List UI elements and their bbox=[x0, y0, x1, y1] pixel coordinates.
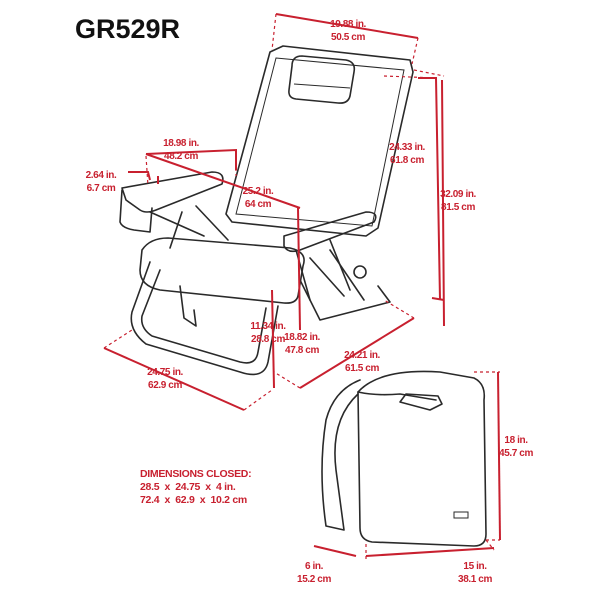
depth-in: 24.21 in. bbox=[344, 350, 380, 361]
closed-width-cm: 38.1 cm bbox=[458, 574, 492, 585]
width-in: 24.75 in. bbox=[147, 367, 183, 378]
cupholder-cm: 6.7 cm bbox=[87, 183, 116, 194]
closed-depth-cm: 15.2 cm bbox=[297, 574, 331, 585]
armrest-length-cm: 48.2 cm bbox=[164, 151, 198, 162]
backpack-strap bbox=[321, 379, 361, 531]
dimension-labels: 19.88 in. 50.5 cm 24.33 in. 61.8 cm 32.0… bbox=[86, 19, 534, 585]
chair-frame bbox=[130, 261, 279, 376]
dimension-lines bbox=[103, 13, 501, 560]
open-chair-illustration bbox=[119, 45, 414, 376]
closed-height-cm: 45.7 cm bbox=[499, 448, 533, 459]
back-height-cm: 61.8 cm bbox=[390, 155, 424, 166]
cupholder-in: 2.64 in. bbox=[86, 170, 117, 181]
left-armrest bbox=[121, 171, 224, 213]
right-armrest bbox=[283, 211, 377, 253]
armrest-length-in: 18.98 in. bbox=[163, 138, 199, 149]
seat-height-cm: 28.8 cm bbox=[251, 334, 285, 345]
total-height-in: 32.09 in. bbox=[440, 189, 476, 200]
closed-width-in: 15 in. bbox=[463, 561, 487, 572]
closed-note-heading: DIMENSIONS CLOSED: bbox=[140, 468, 251, 480]
armrest-height-in: 18.82 in. bbox=[284, 332, 320, 343]
headrest-pillow bbox=[288, 55, 356, 104]
total-height-cm: 81.5 cm bbox=[441, 202, 475, 213]
chair-backrest bbox=[225, 45, 414, 237]
backpack-body bbox=[357, 370, 487, 547]
seat-height-in: 11.34 in. bbox=[250, 321, 286, 332]
back-height-in: 24.33 in. bbox=[389, 142, 425, 153]
diagonal-in: 25.2 in. bbox=[243, 186, 274, 197]
diagonal-cm: 64 cm bbox=[245, 199, 272, 210]
top-width-cm: 50.5 cm bbox=[331, 32, 365, 43]
closed-dimensions-note: DIMENSIONS CLOSED: 28.5 x 24.75 x 4 in. … bbox=[140, 468, 252, 506]
depth-cm: 61.5 cm bbox=[345, 363, 379, 374]
closed-height-in: 18 in. bbox=[504, 435, 528, 446]
closed-depth-in: 6 in. bbox=[305, 561, 324, 572]
chair-seat bbox=[139, 237, 305, 304]
closed-note-imperial: 28.5 x 24.75 x 4 in. bbox=[140, 481, 236, 493]
top-width-in: 19.88 in. bbox=[330, 19, 366, 30]
cup-holder bbox=[119, 189, 153, 233]
width-cm: 62.9 cm bbox=[148, 380, 182, 391]
model-title: GR529R bbox=[75, 14, 180, 44]
closed-backpack-illustration bbox=[321, 370, 487, 547]
armrest-height-cm: 47.8 cm bbox=[285, 345, 319, 356]
closed-note-metric: 72.4 x 62.9 x 10.2 cm bbox=[140, 494, 247, 506]
